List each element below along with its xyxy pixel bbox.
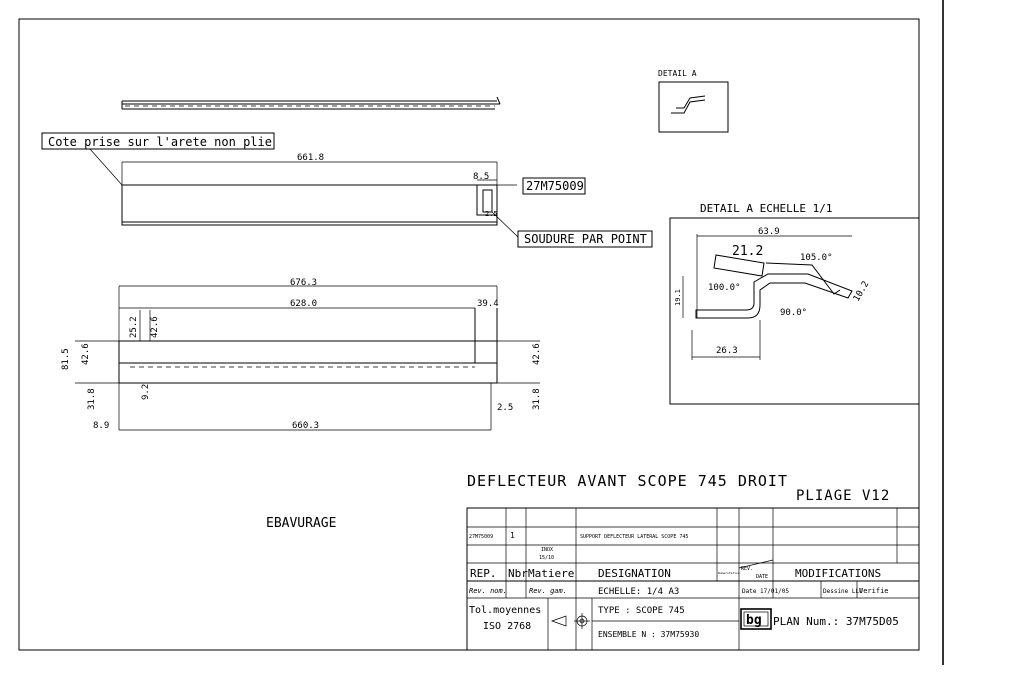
dim-21-2: 21.2	[732, 244, 763, 259]
company-logo-text: bg	[746, 613, 762, 628]
detail-scale-title: DETAIL A ECHELLE 1/1	[700, 202, 832, 215]
dim-63-9: 63.9	[758, 227, 780, 237]
dim-2-5-tab: 2.5	[485, 210, 498, 218]
dim-628-0: 628.0	[290, 299, 317, 309]
dim-660-3: 660.3	[292, 421, 319, 431]
dim-42-6-left: 42.6	[81, 343, 91, 365]
dim-42-6-right: 42.6	[532, 343, 542, 365]
tb-rev-gam: Rev. gam.	[529, 587, 567, 595]
dim-90: 90.0°	[780, 308, 807, 318]
dim-661-8: 661.8	[297, 153, 324, 163]
detail-scale-box	[669, 217, 920, 405]
dim-25-2: 25.2	[129, 316, 139, 338]
dim-26-3: 26.3	[716, 346, 738, 356]
dim-9-2: 9.2	[141, 384, 151, 400]
dim-31-8-left: 31.8	[87, 388, 97, 410]
projection-symbol-icon	[550, 613, 590, 629]
dim-42-6-inner: 42.6	[150, 316, 160, 338]
tb-hdr-date: DATE	[756, 574, 768, 580]
detail-a-label: DETAIL A	[658, 69, 697, 78]
top-profile-view	[121, 96, 501, 110]
tb-matiere-thickness: 15/10	[539, 555, 554, 561]
middle-view	[121, 161, 517, 226]
title-block-grid	[466, 507, 920, 651]
tb-matiere-inox: INOX	[541, 547, 553, 553]
note-weld-box	[517, 230, 653, 248]
part-title: DEFLECTEUR AVANT SCOPE 745 DROIT	[467, 472, 788, 490]
note-part-ref: 27M75009	[526, 179, 584, 193]
tb-hdr-matiere: Matiere	[528, 567, 574, 580]
tb-date: Date 17/01/05	[742, 588, 789, 595]
dim-39-4: 39.4	[477, 299, 499, 309]
dim-100: 100.0°	[708, 283, 741, 293]
tb-type: TYPE : SCOPE 745	[598, 606, 685, 616]
tb-row1-designation: SUPPORT DEFLECTEUR LATERAL SCOPE 745	[580, 534, 688, 540]
dim-105: 105.0°	[800, 253, 833, 263]
bottom-view	[75, 285, 540, 431]
note-edge-leader	[89, 148, 123, 186]
tb-row1-rep: 27M75009	[469, 534, 493, 540]
tb-ensemble: ENSEMBLE N : 37M75930	[598, 630, 699, 639]
tb-plan-num: PLAN Num.: 37M75D05	[773, 615, 899, 628]
detail-section-profile	[682, 234, 853, 360]
tb-hdr-nbr: Nbr	[508, 567, 528, 580]
dim-2-5-gap: 2.5	[497, 403, 513, 413]
tb-hdr-modifications: MODIFICATIONS	[795, 567, 881, 580]
dim-81-5: 81.5	[61, 348, 71, 370]
tb-hdr-designation: DESIGNATION	[598, 567, 671, 580]
tb-verifie: Verifie	[859, 587, 889, 595]
tb-tolerance-line2: ISO 2768	[483, 621, 531, 632]
note-edge-text: Cote prise sur l'arete non plie	[48, 135, 272, 149]
tb-echelle: ECHELLE: 1/4 A3	[598, 587, 679, 597]
dim-19-1: 19.1	[674, 289, 682, 306]
note-weld: SOUDURE PAR POINT	[524, 232, 647, 246]
detail-a-box	[658, 81, 729, 133]
note-weld-leader	[491, 211, 519, 238]
tb-row1-nbr: 1	[510, 531, 515, 540]
dim-8-9: 8.9	[93, 421, 109, 431]
tb-hdr-rev: REV.	[741, 566, 753, 572]
dim-10-2: 10.2	[852, 280, 872, 304]
detail-a-sketch	[671, 95, 706, 114]
company-logo-inner	[743, 611, 769, 627]
tb-dessine: Dessine LLO	[823, 588, 863, 595]
note-part-ref-box	[522, 177, 586, 195]
tb-rev-nom: Rev. nom.	[469, 587, 507, 595]
ebavurage-note: EBAVURAGE	[266, 516, 336, 531]
note-edge-box	[41, 132, 275, 150]
company-logo-box	[740, 608, 772, 630]
pliage-label: PLIAGE V12	[796, 488, 890, 504]
dim-676-3: 676.3	[290, 278, 317, 288]
dim-8-5: 8.5	[473, 172, 489, 182]
tb-hdr-rep: REP.	[470, 567, 497, 580]
tb-hdr-numerotation: Numerotation	[718, 571, 740, 575]
dim-31-8-right: 31.8	[532, 388, 542, 410]
tb-tolerance-line1: Tol.moyennes	[469, 605, 541, 616]
